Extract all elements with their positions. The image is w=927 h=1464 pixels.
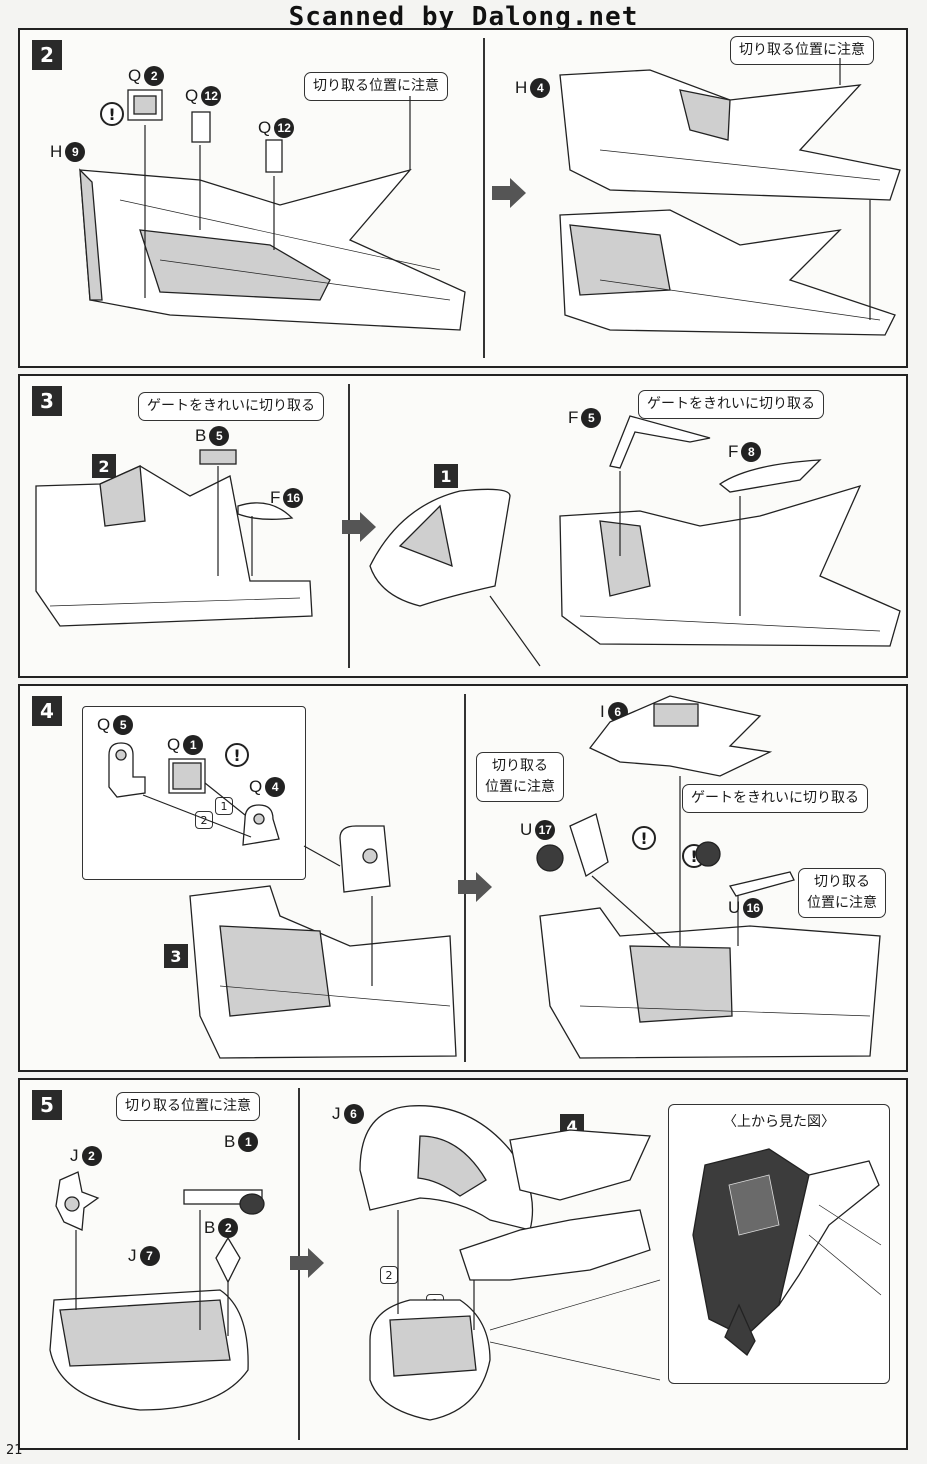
step-number: 3 <box>32 386 62 416</box>
next-arrow <box>342 512 376 542</box>
callout-gate-cleanly: ゲートをきれいに切り取る <box>638 390 824 419</box>
order-badge: 2 <box>380 1266 398 1284</box>
drawing-step3-left <box>35 449 313 627</box>
panel-divider <box>464 694 466 1062</box>
next-arrow <box>458 872 492 902</box>
callout-cut-position: 切り取る位置に注意 <box>116 1092 260 1121</box>
callout-cut-position: 切り取る 位置に注意 <box>476 752 564 802</box>
ref-assembly-2: 2 <box>92 454 116 478</box>
next-arrow <box>290 1248 324 1278</box>
step-number: 5 <box>32 1090 62 1120</box>
drawing-step3-right <box>559 415 901 647</box>
callout-cut-position: 切り取る 位置に注意 <box>798 868 886 918</box>
ref-assembly-1: 1 <box>434 464 458 488</box>
callout-gate-cleanly: ゲートをきれいに切り取る <box>138 392 324 421</box>
next-arrow <box>492 178 526 208</box>
watermark: Scanned by Dalong.net <box>288 2 639 32</box>
ref-assembly-3: 3 <box>164 944 188 968</box>
warning-icon: ! <box>632 826 656 850</box>
step-number: 4 <box>32 696 62 726</box>
page-number: 21 <box>6 1443 23 1458</box>
drawing-step5-right <box>359 1105 661 1421</box>
callout-cut-position: 切り取る位置に注意 <box>304 72 448 101</box>
drawing-top-view <box>692 1148 882 1356</box>
drawing-step5-left <box>49 1171 265 1411</box>
callout-cut-position: 切り取る位置に注意 <box>730 36 874 65</box>
drawing-hinge-parts <box>108 742 280 846</box>
callout-gate-cleanly: ゲートをきれいに切り取る <box>682 784 868 813</box>
warning-icon: ! <box>100 102 124 126</box>
drawing-step4-right <box>536 695 881 1059</box>
top-view-inset: 〈上から見た図〉 <box>668 1104 890 1384</box>
drawing-step3-canopy <box>369 488 541 667</box>
panel-divider <box>483 38 485 358</box>
top-view-title: 〈上から見た図〉 <box>723 1114 835 1130</box>
drawing-step2-left <box>79 89 466 331</box>
drawing-step4-left <box>189 825 457 1059</box>
step-number: 2 <box>32 40 62 70</box>
order-badge: 2 <box>195 811 213 829</box>
drawing-step2-right <box>559 58 901 336</box>
warning-icon: ! <box>225 743 249 767</box>
